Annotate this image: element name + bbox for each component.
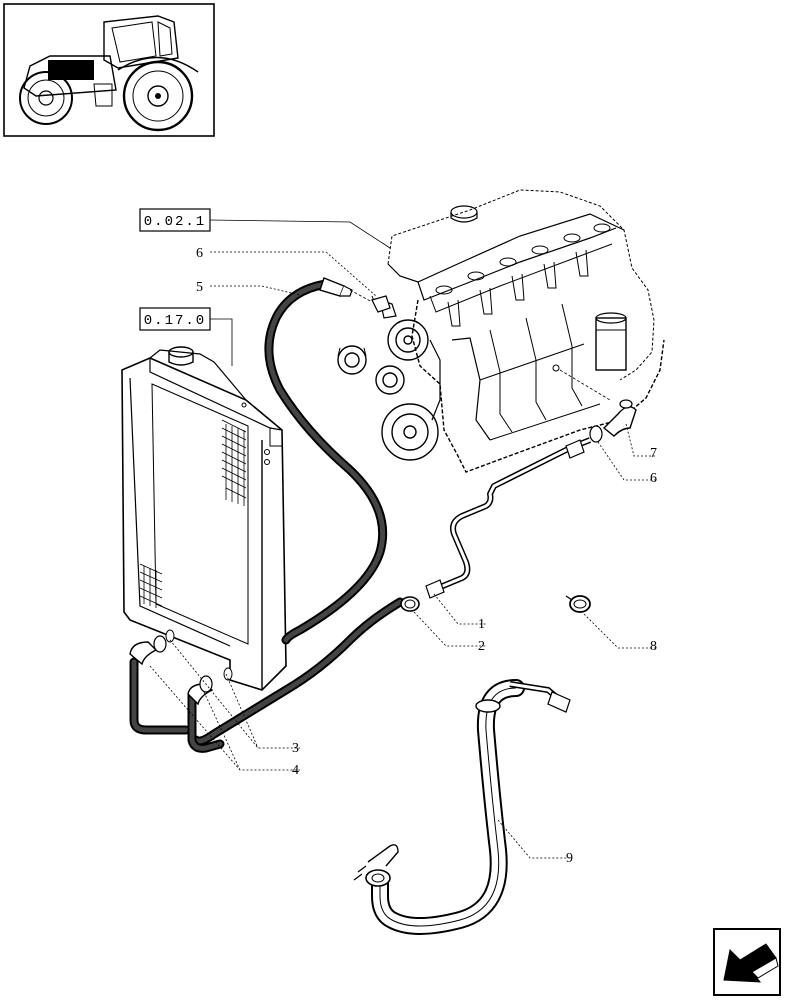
callouts: 6 5 7 6 1 2 8 3 4 9	[149, 246, 657, 866]
ref-label-engine: 0.02.1	[144, 214, 206, 230]
leader-ref-radiator	[210, 318, 233, 366]
radiator-outlet-pipes	[129, 629, 233, 753]
hose-4-lower	[191, 597, 405, 746]
callout-7: 7	[650, 446, 657, 461]
leader-ref-engine	[209, 219, 391, 249]
engine-assembly	[337, 189, 665, 473]
radiator	[121, 346, 287, 691]
callout-6-top: 6	[196, 246, 203, 261]
hose-assembly-9	[353, 679, 571, 935]
ref-box-radiator[interactable]: 0.17.0	[139, 307, 211, 331]
ref-box-engine[interactable]: 0.02.1	[139, 208, 211, 232]
callout-2: 2	[478, 639, 485, 654]
callout-9: 9	[566, 851, 573, 866]
callout-4: 4	[292, 763, 299, 778]
clamp-8	[565, 595, 591, 613]
metal-pipe	[400, 399, 637, 612]
callout-6-right: 6	[650, 471, 657, 486]
previous-page-arrow-icon[interactable]	[713, 928, 781, 996]
callout-8: 8	[650, 639, 657, 654]
tractor-thumbnail-icon[interactable]	[3, 3, 215, 137]
callout-1: 1	[478, 617, 485, 632]
hose-5-upper	[264, 277, 388, 645]
fitting-6-top	[371, 295, 391, 313]
callout-5: 5	[196, 280, 203, 295]
ref-label-radiator: 0.17.0	[144, 313, 206, 329]
callout-3: 3	[292, 741, 299, 756]
